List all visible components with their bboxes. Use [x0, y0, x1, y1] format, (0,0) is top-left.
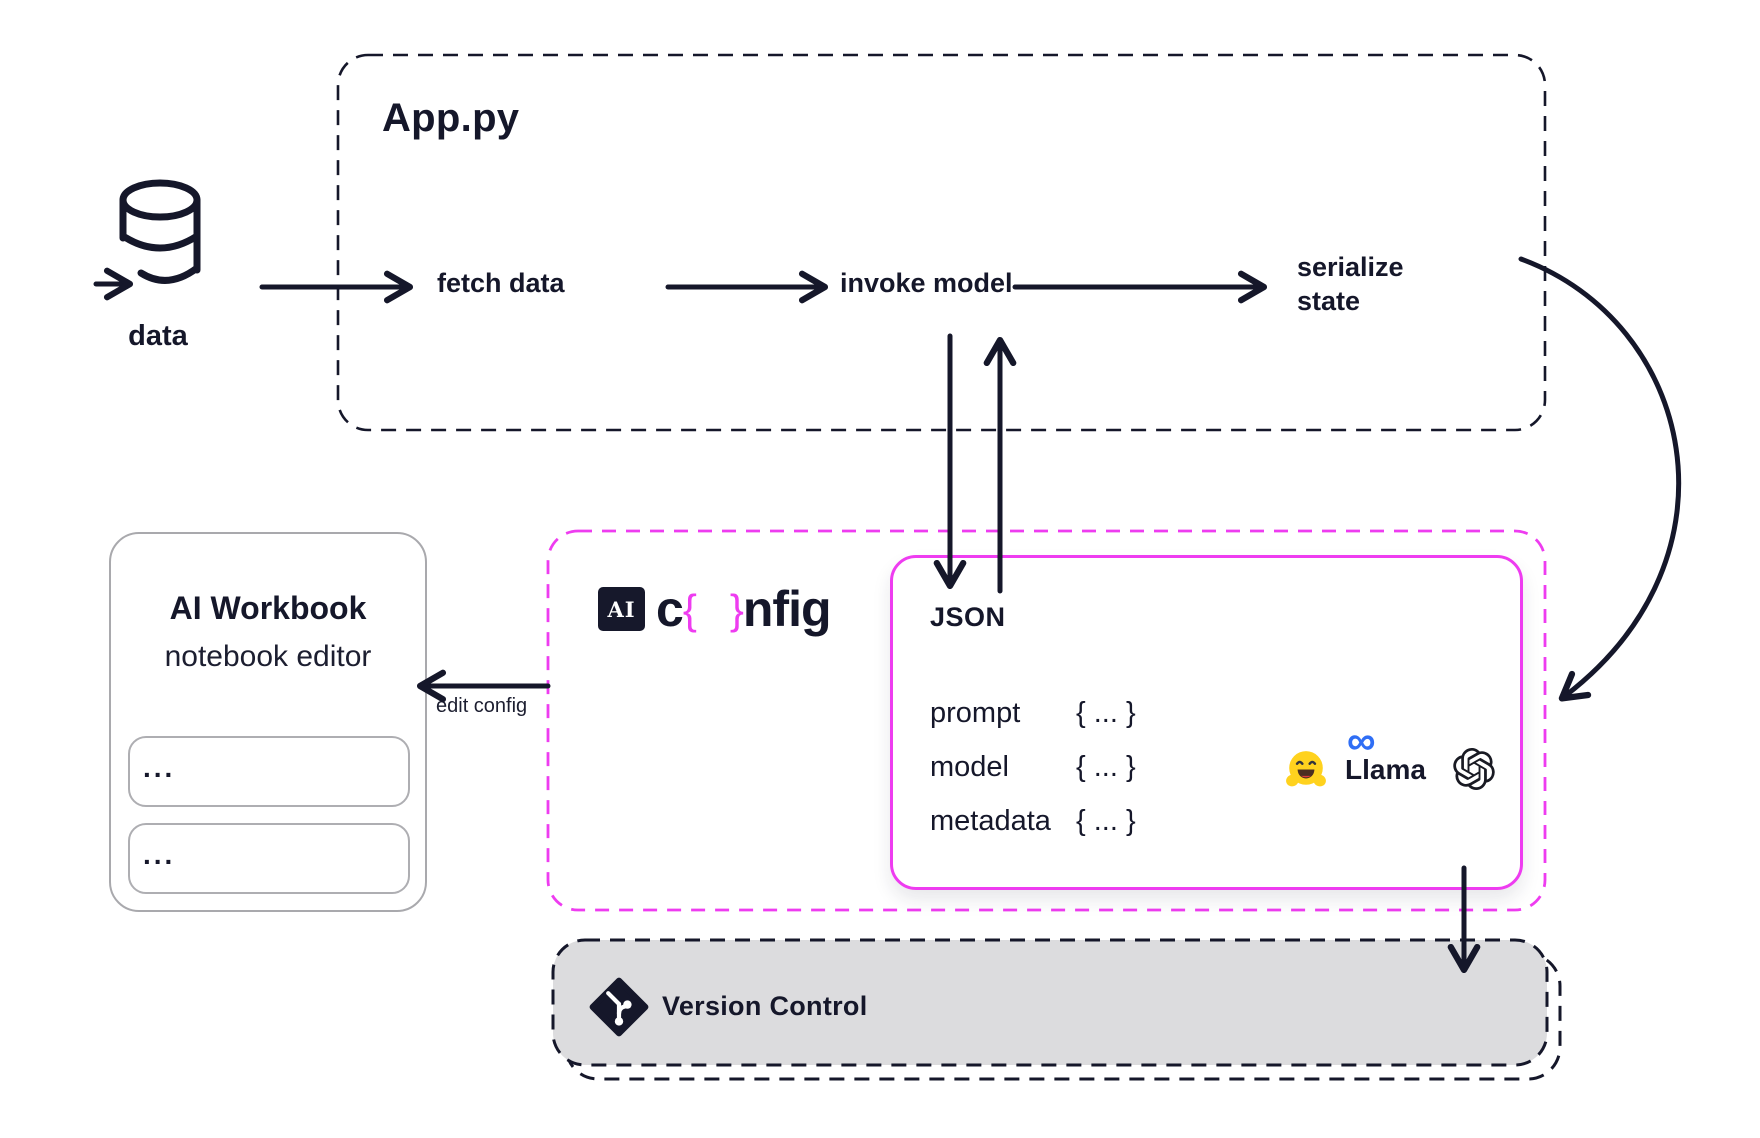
- hugging-face-icon: [1286, 751, 1326, 787]
- model-providers: ∞ Llama: [1285, 719, 1505, 816]
- ai-config-logo: AI c { } nfig: [598, 580, 832, 638]
- json-row-metadata: metadata { ... }: [930, 794, 1136, 848]
- workbook-subtitle: notebook editor: [164, 640, 372, 673]
- notebook-cell-placeholder: ...: [143, 838, 176, 870]
- config-wordmark: c { } nfig: [656, 580, 832, 638]
- edit-config-label: edit config: [436, 695, 528, 717]
- json-heading: JSON: [930, 602, 1006, 632]
- data-source-label: data: [128, 320, 188, 352]
- json-value: { ... }: [1076, 750, 1136, 783]
- json-value: { ... }: [1076, 696, 1136, 729]
- app-box-title: App.py: [382, 96, 520, 140]
- version-control-label: Version Control: [662, 991, 868, 1021]
- llama-label: Llama: [1345, 754, 1426, 785]
- notebook-cell: ...: [128, 736, 410, 807]
- ai-workbook-card: AI Workbook notebook editor ... ...: [109, 532, 427, 912]
- json-rows: prompt { ... } model { ... } metadata { …: [930, 686, 1136, 848]
- json-card: JSON prompt { ... } model { ... } metada…: [890, 555, 1523, 890]
- step-invoke-model: invoke model: [840, 268, 1013, 298]
- meta-llama-logo: ∞ Llama: [1345, 719, 1426, 785]
- database-icon: [119, 179, 201, 284]
- json-row-prompt: prompt { ... }: [930, 686, 1136, 740]
- config-word-suffix: nfig: [742, 581, 832, 637]
- notebook-cell-placeholder: ...: [143, 751, 176, 783]
- notebook-cell: ...: [128, 823, 410, 894]
- json-key: prompt: [930, 696, 1021, 729]
- ai-badge-icon: AI: [598, 587, 645, 631]
- arrow-serialize-to-config-curve: [1518, 256, 1682, 702]
- json-value: { ... }: [1076, 804, 1136, 837]
- json-row-model: model { ... }: [930, 740, 1136, 794]
- git-icon: [589, 977, 649, 1037]
- json-key: metadata: [930, 804, 1051, 837]
- config-brace-close: }: [729, 586, 744, 633]
- step-fetch-data: fetch data: [437, 268, 565, 298]
- config-brace-open: {: [682, 586, 697, 633]
- step-serialize-state: serialize state: [1297, 252, 1404, 316]
- config-word-prefix: c: [656, 581, 684, 637]
- openai-icon: [1453, 748, 1495, 790]
- json-key: model: [930, 750, 1009, 783]
- workbook-title: AI Workbook: [169, 590, 367, 626]
- meta-infinity-icon: ∞: [1347, 719, 1376, 763]
